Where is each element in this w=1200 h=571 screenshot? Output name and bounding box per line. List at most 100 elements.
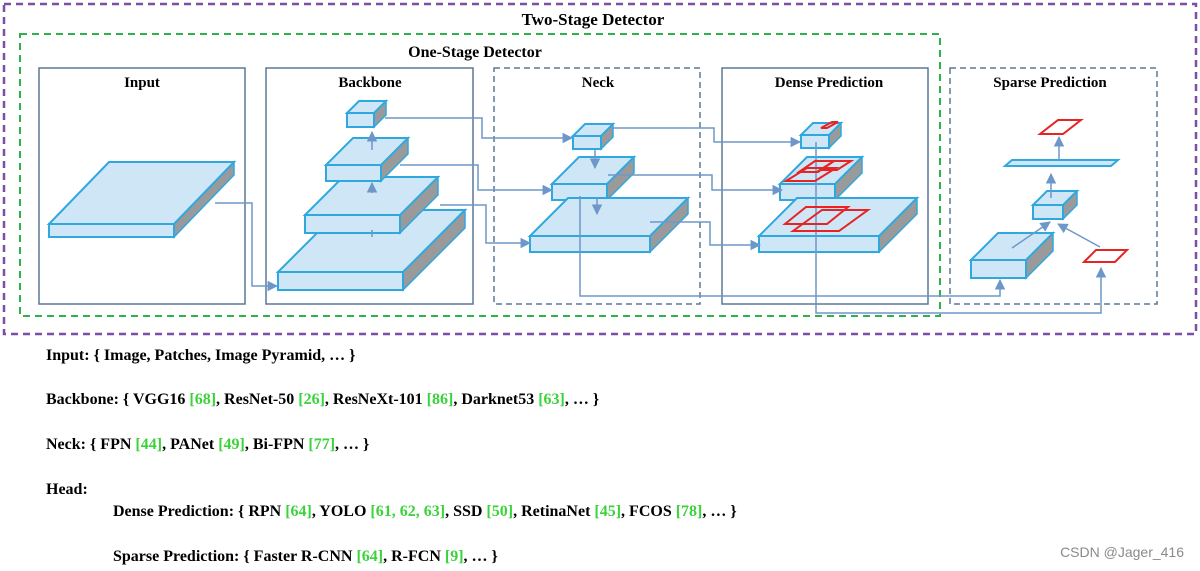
neck-to-dense-arrow-mid	[608, 174, 784, 196]
legend-backbone-item-name: ResNet-50	[224, 391, 295, 408]
legend-neck-item-name: PANet	[170, 436, 215, 453]
legend-sparse-label: Sparse Prediction:	[113, 548, 240, 565]
sparse-output-box	[1037, 119, 1084, 135]
legend-dense-item-name: YOLO	[319, 503, 367, 520]
neck-block-2	[549, 155, 637, 202]
legend-sparse-item-name: R-FCN	[391, 548, 441, 565]
legend-sparse-item-ref: [9]	[444, 548, 464, 565]
one-stage-title: One-Stage Detector	[408, 44, 542, 61]
backbone-to-neck-arrow-low	[440, 204, 532, 249]
legend-neck-line: Neck: { FPN [44], PANet [49], Bi-FPN [77…	[46, 436, 370, 453]
input-panel-title: Input	[124, 75, 160, 91]
legend-sparse-line: Sparse Prediction: { Faster R-CNN [64], …	[113, 548, 498, 565]
input-image-block	[46, 160, 237, 239]
legend-dense-item-ref: [78]	[675, 503, 703, 520]
legend-neck-item-name: Bi-FPN	[252, 436, 305, 453]
legend-dense-open: {	[238, 503, 245, 520]
backbone-block-2	[302, 175, 441, 235]
neck-to-dense-arrow-low	[650, 221, 762, 251]
legend-dense-line: Dense Prediction: { RPN [64], YOLO [61, …	[113, 503, 737, 520]
legend-neck-item-ref: [44]	[135, 436, 163, 453]
dense-prediction-panel-title: Dense Prediction	[775, 75, 884, 91]
legend-backbone-item-name: Darknet53	[461, 391, 535, 408]
legend-backbone-close: … }	[572, 391, 600, 408]
legend-dense-item-name: FCOS	[629, 503, 672, 520]
legend-dense-item-ref: [50]	[486, 503, 514, 520]
dense-box-small-top	[820, 121, 839, 129]
legend-head-label: Head:	[46, 481, 88, 498]
legend-dense-item-name: RPN	[248, 503, 282, 520]
legend-dense-label: Dense Prediction:	[113, 503, 235, 520]
legend-backbone-item-name: VGG16	[132, 391, 186, 408]
legend-neck-item-ref: [77]	[308, 436, 336, 453]
legend-dense-item-ref: [64]	[285, 503, 312, 520]
sparse-fc-layer	[1002, 159, 1121, 167]
dense-to-sparse-arrow	[815, 142, 1107, 314]
neck-block-1	[570, 122, 616, 151]
legend-backbone-item-ref: [68]	[189, 391, 217, 408]
input-to-backbone-arrow	[215, 202, 279, 292]
legend-neck-item-ref: [49]	[218, 436, 245, 453]
one-stage-frame	[19, 33, 941, 317]
sparse-roi-block	[968, 231, 1056, 280]
legend-head-line: Head:	[46, 480, 88, 500]
two-stage-frame	[2, 2, 1198, 336]
detector-architecture-diagram: Two-Stage Detector One-Stage Detector In…	[2, 2, 1198, 336]
legend-dense-close: … }	[710, 503, 737, 520]
legend-sparse-item-name: Faster R-CNN	[253, 548, 353, 565]
backbone-block-2-front-face	[304, 214, 401, 234]
legend-backbone-line: Backbone: { VGG16 [68], ResNet-50 [26], …	[46, 391, 600, 408]
sparse-roi-box	[1081, 249, 1130, 263]
legend-backbone-item-ref: [63]	[538, 391, 565, 408]
backbone-block-3-front-face	[325, 164, 382, 182]
legend-dense-item-name: SSD	[453, 503, 483, 520]
legend-sparse-item-ref: [64]	[356, 548, 384, 565]
sparse-fc-block-front-face	[1032, 204, 1064, 220]
dense-box-large-2	[789, 209, 872, 232]
legend-dense-item-ref: [61, 62, 63]	[370, 503, 446, 520]
dense-prediction-panel	[721, 67, 929, 305]
two-stage-title: Two-Stage Detector	[522, 10, 665, 29]
sparse-prediction-panel-title: Sparse Prediction	[993, 75, 1107, 91]
legend-neck-label: Neck:	[46, 436, 86, 453]
legend-backbone-item-ref: [26]	[298, 391, 325, 408]
neck-panel	[493, 67, 701, 305]
legend-input-label: Input:	[46, 347, 90, 364]
sparse-roi-arrow-1	[1011, 221, 1051, 249]
sparse-prediction-panel	[949, 67, 1158, 305]
sparse-fc-block	[1030, 189, 1080, 221]
watermark: CSDN @Jager_416	[1060, 544, 1184, 560]
legend-neck-open: {	[89, 436, 97, 453]
legend-backbone-item-ref: [86]	[426, 391, 454, 408]
legend-neck-close: … }	[343, 436, 370, 453]
legend-backbone-label: Backbone:	[46, 391, 119, 408]
neck-block-3	[527, 196, 691, 254]
dense-box-large-1	[782, 206, 851, 225]
dense-box-mid-2	[782, 167, 840, 182]
backbone-to-neck-arrow-mid	[400, 164, 554, 196]
legend-backbone-open: {	[122, 391, 130, 408]
sparse-roi-block-front-face	[970, 259, 1027, 279]
legend-dense-item-name: RetinaNet	[521, 503, 591, 520]
neck-to-dense-arrow-top	[612, 127, 802, 148]
legend-input-line: Input: { Image, Patches, Image Pyramid, …	[46, 346, 355, 366]
legend-input-text: { Image, Patches, Image Pyramid, … }	[93, 347, 356, 364]
legend-dense-item-ref: [45]	[594, 503, 622, 520]
backbone-panel	[265, 67, 474, 305]
neck-to-sparse-arrow	[579, 196, 1006, 297]
input-panel	[38, 67, 246, 305]
legend-backbone-item-name: ResNeXt-101	[332, 391, 423, 408]
sparse-roi-arrow-2	[1057, 223, 1101, 248]
input-image-block-front-face	[48, 223, 175, 238]
neck-panel-title: Neck	[582, 75, 615, 91]
backbone-block-4	[344, 99, 389, 129]
legend-sparse-close: … }	[471, 548, 498, 565]
backbone-block-4-front-face	[346, 112, 375, 128]
legend-sparse-open: {	[243, 548, 250, 565]
backbone-block-3	[323, 136, 411, 183]
backbone-to-neck-arrow-top	[385, 117, 574, 144]
backbone-panel-title: Backbone	[338, 75, 402, 91]
dense-box-mid-3	[816, 160, 855, 171]
legend-neck-item-name: FPN	[100, 436, 132, 453]
